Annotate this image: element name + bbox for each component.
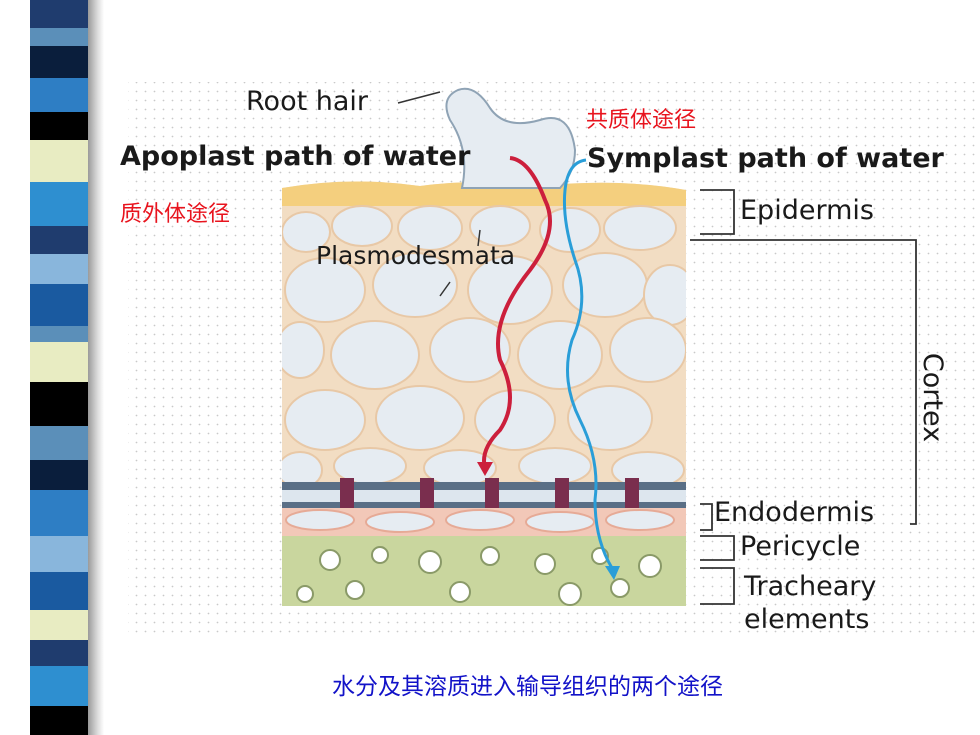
stripe	[30, 326, 88, 342]
apoplast-arrowhead	[477, 462, 493, 476]
plasmodesmata-label: Plasmodesmata	[316, 241, 516, 270]
stripe	[30, 640, 88, 666]
stripe	[30, 426, 88, 460]
stripe	[30, 536, 88, 572]
symplast-chinese-label: 共质体途径	[586, 108, 697, 133]
cortex-label: Cortex	[917, 352, 949, 443]
stripe	[30, 706, 88, 735]
apoplast-chinese-label: 质外体途径	[120, 202, 231, 227]
stripe	[30, 490, 88, 536]
apoplast-path-label: Apoplast path of water	[120, 141, 471, 172]
symplast-arrowhead	[605, 566, 620, 580]
tracheary-label-line2: elements	[744, 604, 870, 635]
root-hair-label: Root hair	[246, 86, 369, 117]
stripe	[30, 46, 88, 78]
root-hair-shape	[445, 87, 577, 189]
stripe	[30, 226, 88, 254]
epidermis-label: Epidermis	[740, 195, 874, 226]
slide-caption: 水分及其溶质进入输导组织的两个途径	[332, 674, 723, 700]
pericycle-label: Pericycle	[740, 531, 861, 562]
pointer-lines	[397, 91, 481, 297]
tissue-block	[282, 181, 686, 607]
tracheary-label-line1: Tracheary	[744, 571, 877, 602]
stripe-shadow	[88, 0, 104, 735]
stripe	[30, 182, 88, 226]
symplast-path-label: Symplast path of water	[587, 143, 944, 174]
stripe	[30, 112, 88, 140]
decorative-stripe-bar	[30, 0, 88, 735]
stripe	[30, 342, 88, 382]
stripe	[30, 140, 88, 182]
stripe	[30, 28, 88, 46]
stripe	[30, 610, 88, 640]
stripe	[30, 284, 88, 326]
layer-brackets	[690, 189, 917, 605]
stripe	[30, 460, 88, 490]
stripe	[30, 572, 88, 610]
stripe	[30, 254, 88, 284]
cortex-cells	[282, 205, 686, 489]
stripe	[30, 382, 88, 426]
stripe	[30, 78, 88, 112]
stripe	[30, 666, 88, 706]
symplast-path-line	[562, 158, 614, 569]
endodermis-band	[282, 478, 686, 510]
stripe	[30, 0, 88, 28]
endodermis-label: Endodermis	[714, 497, 875, 528]
apoplast-path-line	[482, 156, 552, 469]
